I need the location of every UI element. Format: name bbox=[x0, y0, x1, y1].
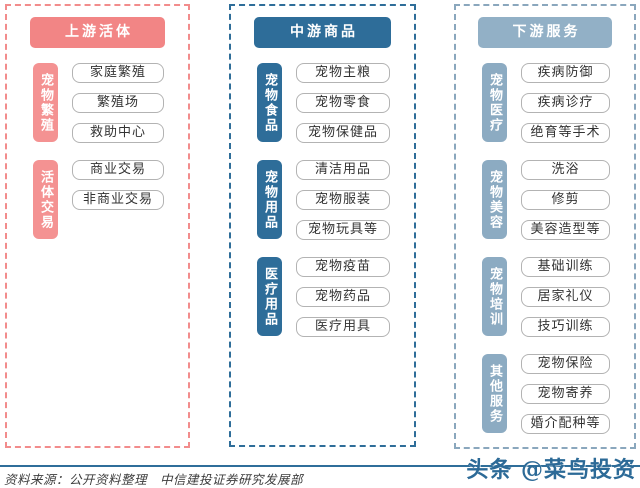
category-group: 宠物繁殖 家庭繁殖繁殖场救助中心 bbox=[33, 63, 164, 143]
column-groups: 宠物医疗 疾病防御疾病诊疗绝育等手术 宠物美容 洗浴修剪美容造型等 宠物培训 基… bbox=[456, 63, 634, 434]
item-box: 技巧训练 bbox=[521, 317, 610, 337]
item-box: 修剪 bbox=[521, 190, 610, 210]
category-items: 商业交易非商业交易 bbox=[72, 160, 164, 210]
category-group: 其他服务 宠物保险宠物寄养婚介配种等 bbox=[482, 354, 610, 434]
item-box: 居家礼仪 bbox=[521, 287, 610, 307]
category-items: 宠物主粮宠物零食宠物保健品 bbox=[296, 63, 390, 143]
category-group: 宠物培训 基础训练居家礼仪技巧训练 bbox=[482, 257, 610, 337]
category-group: 宠物用品 清洁用品宠物服装宠物玩具等 bbox=[257, 160, 390, 240]
column-groups: 宠物食品 宠物主粮宠物零食宠物保健品 宠物用品 清洁用品宠物服装宠物玩具等 医疗… bbox=[231, 63, 414, 337]
item-box: 宠物保健品 bbox=[296, 123, 390, 143]
item-box: 宠物主粮 bbox=[296, 63, 390, 83]
item-box: 基础训练 bbox=[521, 257, 610, 277]
category-label: 其他服务 bbox=[482, 354, 507, 433]
category-items: 洗浴修剪美容造型等 bbox=[521, 160, 610, 240]
column-upstream-live: 上游活体 宠物繁殖 家庭繁殖繁殖场救助中心 活体交易 商业交易非商业交易 bbox=[5, 4, 190, 448]
column-downstream-services: 下游服务 宠物医疗 疾病防御疾病诊疗绝育等手术 宠物美容 洗浴修剪美容造型等 宠… bbox=[454, 4, 636, 449]
item-box: 家庭繁殖 bbox=[72, 63, 164, 83]
item-box: 宠物零食 bbox=[296, 93, 390, 113]
item-box: 疾病诊疗 bbox=[521, 93, 610, 113]
item-box: 宠物服装 bbox=[296, 190, 390, 210]
column-header: 中游商品 bbox=[253, 17, 392, 48]
column-groups: 宠物繁殖 家庭繁殖繁殖场救助中心 活体交易 商业交易非商业交易 bbox=[7, 63, 188, 239]
item-box: 洗浴 bbox=[521, 160, 610, 180]
category-label: 宠物培训 bbox=[482, 257, 507, 336]
item-box: 婚介配种等 bbox=[521, 414, 610, 434]
item-box: 商业交易 bbox=[72, 160, 164, 180]
item-box: 宠物药品 bbox=[296, 287, 390, 307]
item-box: 绝育等手术 bbox=[521, 123, 610, 143]
category-label: 医疗用品 bbox=[257, 257, 282, 336]
category-items: 家庭繁殖繁殖场救助中心 bbox=[72, 63, 164, 143]
footer-divider bbox=[0, 465, 640, 467]
category-group: 医疗用品 宠物疫苗宠物药品医疗用具 bbox=[257, 257, 390, 337]
category-items: 基础训练居家礼仪技巧训练 bbox=[521, 257, 610, 337]
watermark: 头条 @菜鸟投资 bbox=[466, 457, 636, 483]
category-label: 宠物食品 bbox=[257, 63, 282, 142]
category-label: 活体交易 bbox=[33, 160, 58, 239]
category-group: 宠物食品 宠物主粮宠物零食宠物保健品 bbox=[257, 63, 390, 143]
category-label: 宠物美容 bbox=[482, 160, 507, 239]
item-box: 救助中心 bbox=[72, 123, 164, 143]
category-items: 宠物疫苗宠物药品医疗用具 bbox=[296, 257, 390, 337]
category-group: 宠物美容 洗浴修剪美容造型等 bbox=[482, 160, 610, 240]
item-box: 非商业交易 bbox=[72, 190, 164, 210]
column-header: 下游服务 bbox=[478, 17, 612, 48]
category-group: 宠物医疗 疾病防御疾病诊疗绝育等手术 bbox=[482, 63, 610, 143]
category-label: 宠物用品 bbox=[257, 160, 282, 239]
item-box: 宠物寄养 bbox=[521, 384, 610, 404]
category-items: 宠物保险宠物寄养婚介配种等 bbox=[521, 354, 610, 434]
item-box: 清洁用品 bbox=[296, 160, 390, 180]
item-box: 宠物玩具等 bbox=[296, 220, 390, 240]
item-box: 宠物疫苗 bbox=[296, 257, 390, 277]
category-label: 宠物繁殖 bbox=[33, 63, 58, 142]
category-items: 清洁用品宠物服装宠物玩具等 bbox=[296, 160, 390, 240]
column-header: 上游活体 bbox=[29, 17, 166, 48]
item-box: 宠物保险 bbox=[521, 354, 610, 374]
category-label: 宠物医疗 bbox=[482, 63, 507, 142]
item-box: 医疗用具 bbox=[296, 317, 390, 337]
source-note: 资料来源：公开资料整理 中信建投证券研究发展部 bbox=[4, 472, 304, 487]
column-midstream-goods: 中游商品 宠物食品 宠物主粮宠物零食宠物保健品 宠物用品 清洁用品宠物服装宠物玩… bbox=[229, 4, 416, 447]
item-box: 美容造型等 bbox=[521, 220, 610, 240]
category-items: 疾病防御疾病诊疗绝育等手术 bbox=[521, 63, 610, 143]
category-group: 活体交易 商业交易非商业交易 bbox=[33, 160, 164, 239]
item-box: 繁殖场 bbox=[72, 93, 164, 113]
item-box: 疾病防御 bbox=[521, 63, 610, 83]
